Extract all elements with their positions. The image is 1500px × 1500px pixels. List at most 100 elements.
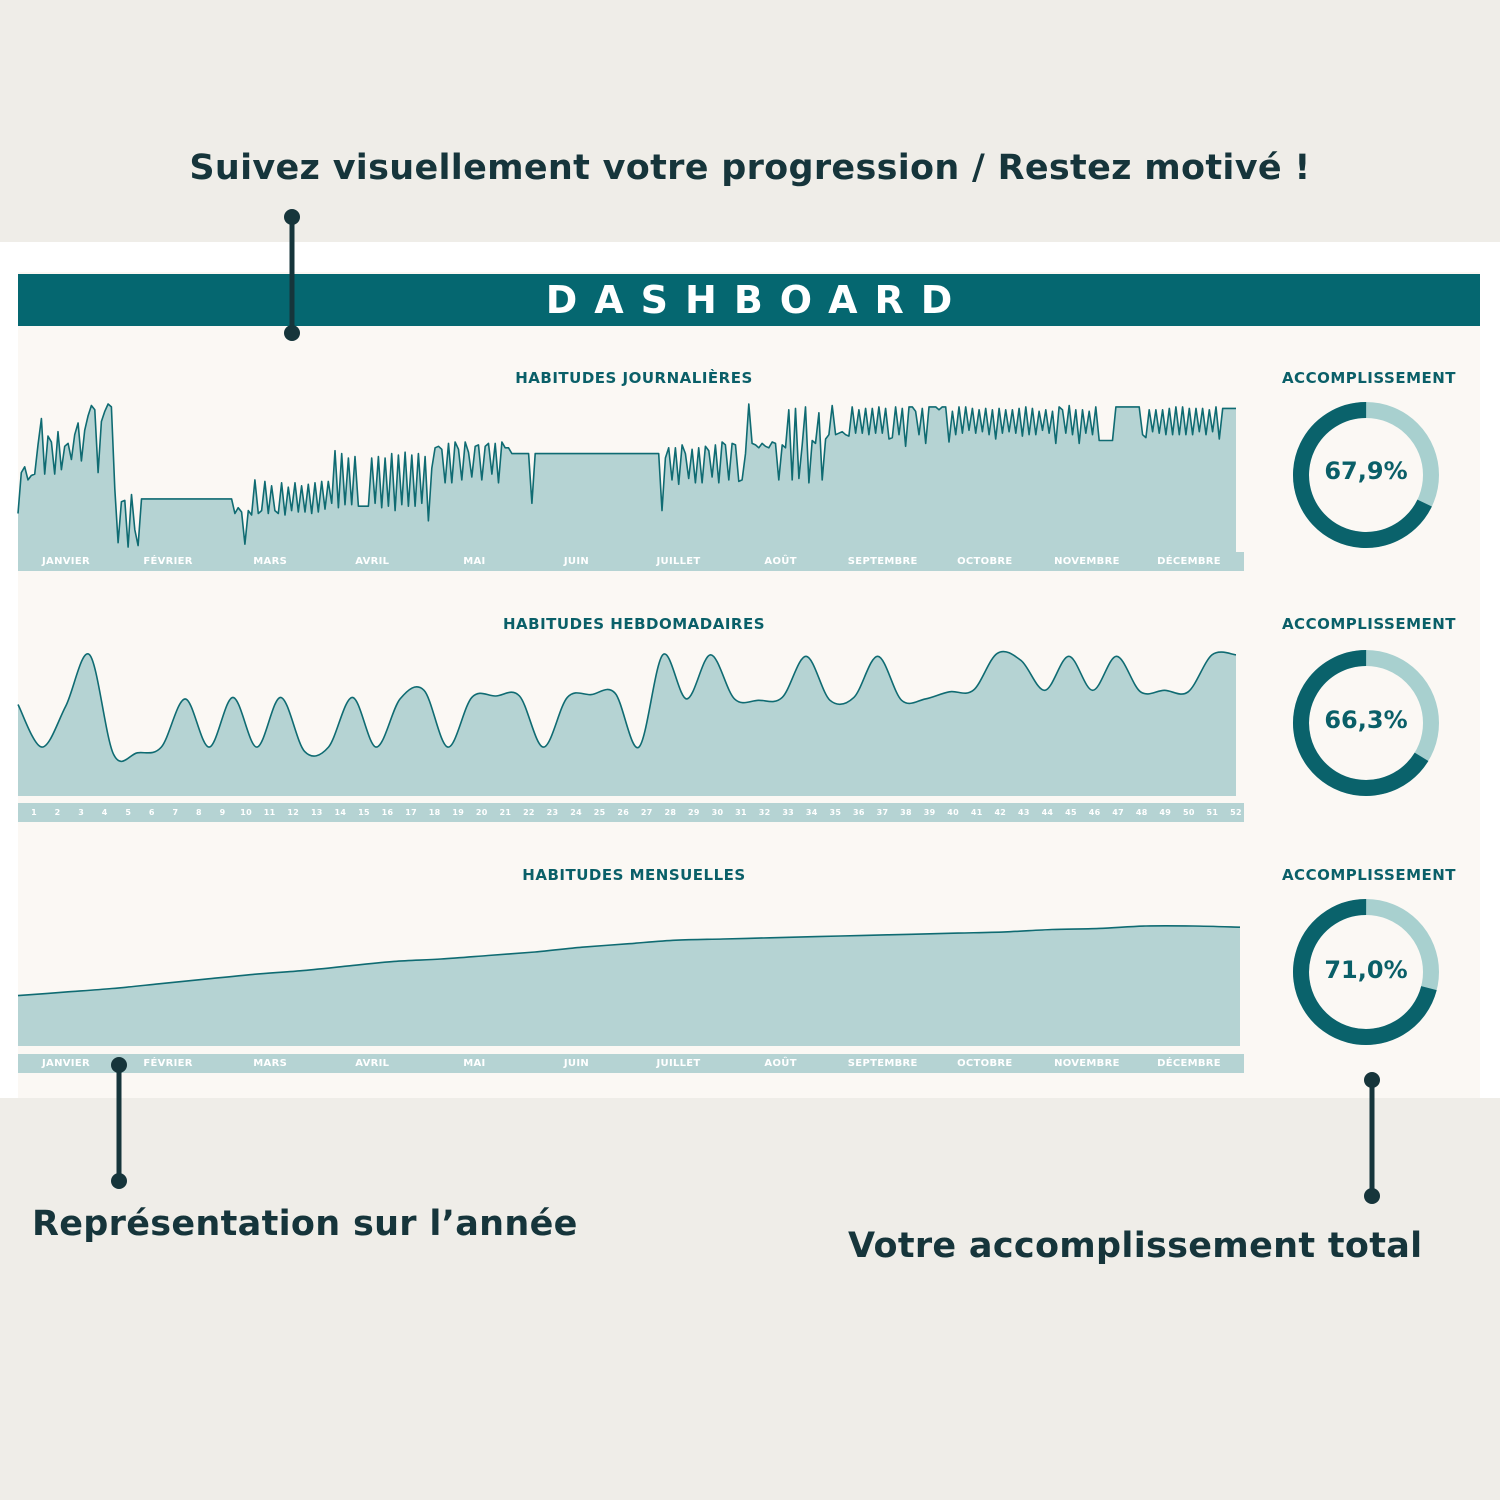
caption-total-accomplishment: Votre accomplissement total	[848, 1226, 1423, 1266]
weekly-week-tick-50: 50	[1182, 808, 1195, 817]
daily-month-tick-6: JUIN	[563, 556, 590, 567]
weekly-week-tick-36: 36	[853, 808, 865, 817]
weekly-week-tick-40: 40	[947, 808, 960, 817]
monthly-month-tick-9: SEPTEMBRE	[847, 1058, 918, 1069]
daily-month-tick-12: DÉCEMBRE	[1157, 556, 1221, 567]
daily-month-tick-11: NOVEMBRE	[1054, 556, 1120, 567]
weekly-week-tick-24: 24	[570, 808, 582, 817]
weekly-week-tick-1: 1	[31, 808, 37, 817]
connector-top-dot-start	[284, 209, 300, 225]
monthly-month-tick-5: MAI	[463, 1058, 486, 1069]
daily-donut-slice-accomplished	[1293, 402, 1439, 548]
weekly-week-tick-37: 37	[876, 808, 889, 817]
daily-month-tick-8: AOÛT	[764, 556, 797, 567]
monthly-month-tick-7: JUILLET	[656, 1058, 701, 1069]
weekly-week-tick-22: 22	[523, 808, 535, 817]
weekly-week-tick-2: 2	[54, 808, 61, 817]
weekly-week-tick-5: 5	[125, 808, 132, 817]
weekly-week-tick-19: 19	[452, 808, 465, 817]
weekly-week-tick-11: 11	[263, 808, 276, 817]
weekly-week-tick-17: 17	[405, 808, 417, 817]
monthly-month-tick-2: FÉVRIER	[143, 1058, 193, 1069]
daily-month-tick-10: OCTOBRE	[957, 556, 1013, 567]
monthly-month-tick-8: AOÛT	[764, 1058, 797, 1069]
weekly-area	[18, 651, 1236, 796]
connector-left-dot-end	[111, 1173, 127, 1189]
daily-month-tick-5: MAI	[463, 556, 486, 567]
weekly-week-tick-10: 10	[240, 808, 252, 817]
weekly-week-tick-16: 16	[381, 808, 394, 817]
caption-yearly-representation: Représentation sur l’année	[32, 1204, 578, 1244]
daily-month-tick-9: SEPTEMBRE	[847, 556, 918, 567]
weekly-week-tick-6: 6	[148, 808, 155, 817]
weekly-line	[17, 650, 1237, 763]
weekly-week-tick-30: 30	[711, 808, 724, 817]
weekly-week-tick-52: 52	[1230, 808, 1242, 817]
headline: Suivez visuellement votre progression / …	[189, 148, 1311, 188]
daily-accomplishment-donut	[1293, 402, 1439, 548]
dashboard-panel: DASHBOARD HABITUDES JOURNALIÈRES ACCOMPL…	[0, 242, 1500, 1098]
weekly-week-tick-26: 26	[617, 808, 630, 817]
weekly-week-tick-47: 47	[1112, 808, 1125, 817]
weekly-week-tick-49: 49	[1159, 808, 1172, 817]
monthly-month-tick-4: AVRIL	[355, 1058, 390, 1069]
monthly-month-tick-1: JANVIER	[42, 1058, 90, 1069]
weekly-accomplishment-value: 66,3%	[1324, 706, 1408, 734]
daily-habits-title: HABITUDES JOURNALIÈRES	[515, 369, 753, 387]
monthly-accomplishment-donut	[1293, 899, 1439, 1045]
weekly-habits-title: HABITUDES HEBDOMADAIRES	[502, 615, 766, 633]
weekly-week-tick-20: 20	[475, 808, 488, 817]
monthly-area	[18, 925, 1240, 1046]
weekly-week-tick-4: 4	[101, 808, 108, 817]
dashboard-body: DASHBOARD HABITUDES JOURNALIÈRES ACCOMPL…	[17, 272, 1480, 1098]
weekly-habits-chart	[17, 650, 1237, 796]
weekly-week-tick-32: 32	[758, 808, 771, 817]
weekly-accomplishment-donut	[1293, 650, 1439, 796]
weekly-week-tick-28: 28	[664, 808, 677, 817]
daily-area	[18, 404, 1236, 552]
weekly-week-tick-39: 39	[923, 808, 936, 817]
weekly-week-tick-42: 42	[994, 808, 1007, 817]
daily-line	[17, 403, 1236, 548]
weekly-week-tick-25: 25	[593, 808, 606, 817]
monthly-month-tick-12: DÉCEMBRE	[1157, 1058, 1221, 1069]
daily-habits-chart	[17, 403, 1236, 552]
weekly-week-tick-48: 48	[1135, 808, 1148, 817]
daily-month-tick-7: JUILLET	[656, 556, 701, 567]
weekly-week-tick-27: 27	[640, 808, 653, 817]
daily-month-tick-4: AVRIL	[355, 556, 390, 567]
weekly-week-tick-23: 23	[546, 808, 559, 817]
monthly-accomplishment-title: ACCOMPLISSEMENT	[1281, 866, 1457, 884]
weekly-week-tick-44: 44	[1041, 808, 1054, 817]
weekly-week-tick-15: 15	[358, 808, 370, 817]
connector-right-dot-end	[1364, 1188, 1380, 1204]
daily-month-tick-3: MARS	[253, 556, 288, 567]
weekly-week-tick-45: 45	[1065, 808, 1077, 817]
weekly-week-tick-21: 21	[499, 808, 512, 817]
weekly-week-tick-9: 9	[219, 808, 226, 817]
weekly-week-tick-7: 7	[172, 808, 179, 817]
monthly-month-tick-3: MARS	[253, 1058, 288, 1069]
daily-accomplishment-value: 67,9%	[1324, 457, 1408, 485]
weekly-week-tick-33: 33	[782, 808, 795, 817]
monthly-line	[17, 924, 1241, 997]
weekly-week-tick-13: 13	[310, 808, 323, 817]
weekly-week-tick-31: 31	[735, 808, 747, 817]
weekly-week-tick-43: 43	[1018, 808, 1030, 817]
weekly-week-tick-51: 51	[1206, 808, 1219, 817]
weekly-week-tick-38: 38	[900, 808, 912, 817]
monthly-month-tick-10: OCTOBRE	[957, 1058, 1013, 1069]
monthly-accomplishment-value: 71,0%	[1324, 956, 1408, 984]
daily-month-tick-1: JANVIER	[42, 556, 90, 567]
monthly-habits-title: HABITUDES MENSUELLES	[522, 866, 746, 884]
weekly-week-tick-46: 46	[1088, 808, 1101, 817]
daily-accomplishment-title: ACCOMPLISSEMENT	[1281, 369, 1457, 387]
weekly-week-tick-18: 18	[428, 808, 441, 817]
weekly-week-tick-14: 14	[334, 808, 347, 817]
weekly-accomplishment-title: ACCOMPLISSEMENT	[1281, 615, 1457, 633]
monthly-habits-chart	[17, 924, 1241, 1046]
weekly-week-tick-3: 3	[78, 808, 85, 817]
